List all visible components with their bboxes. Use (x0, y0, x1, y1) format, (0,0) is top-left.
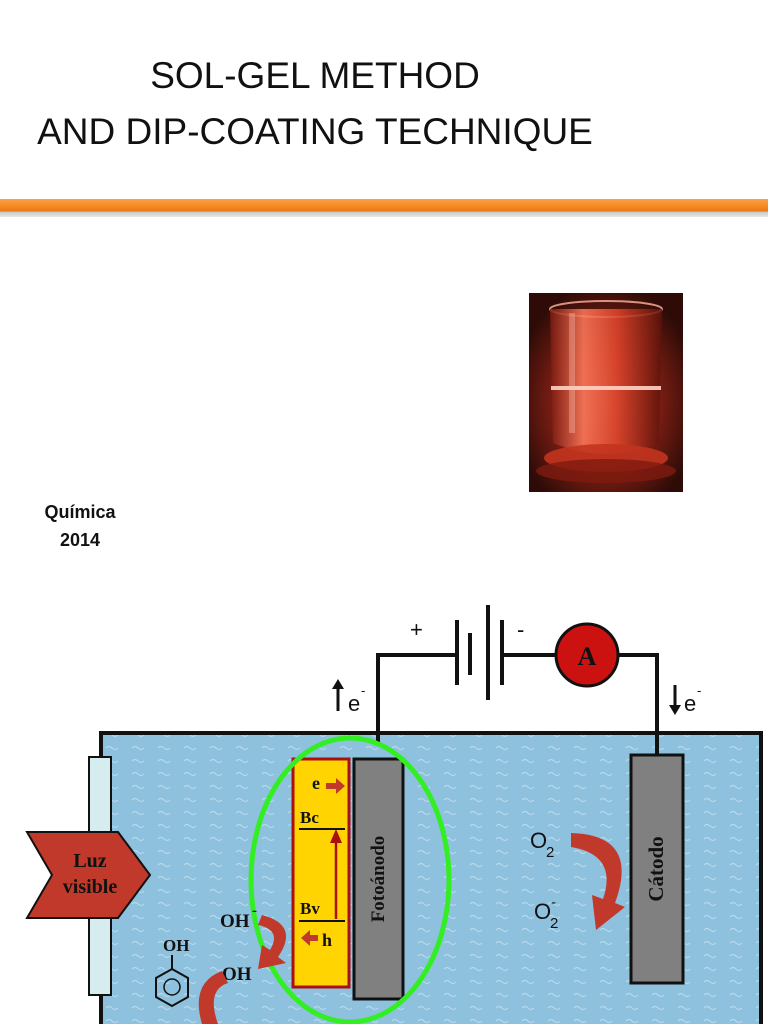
ammeter-icon (554, 622, 620, 688)
hydroxide-label: OH (220, 911, 250, 932)
title-divider-bar (0, 199, 768, 217)
oxygen-label: O (530, 828, 547, 853)
title-line-1: SOL-GEL METHOD (150, 55, 480, 96)
light-label-line2: visible (63, 876, 118, 898)
caption-year: 2014 (59, 530, 101, 550)
visible-light-arrow (25, 831, 152, 919)
photoelectrochemical-cell-diagram: + - A e - e - Luz visible e Bc Bv h Foto… (25, 605, 763, 1024)
hole-band-arrow (301, 930, 318, 946)
hydroxide-charge: - (252, 903, 257, 919)
cathode-electrode (629, 753, 685, 985)
battery-plus-label: + (410, 617, 423, 642)
superoxide-subscript: 2 (550, 915, 558, 932)
glass-beaker-photo (529, 293, 683, 492)
circuit-wire-left (376, 653, 455, 745)
hole-label: h (322, 930, 332, 950)
caption: Química 2014 (20, 498, 140, 554)
electron-label-left-charge: - (361, 683, 365, 698)
conduction-band-label: Bc (300, 808, 319, 827)
phenol-degradation-arrow (198, 971, 228, 1024)
photoanode-electrode (352, 757, 405, 1001)
title-line-2: AND DIP-COATING TECHNIQUE (37, 111, 593, 152)
semiconductor-layer (291, 757, 351, 989)
superoxide-charge: - (551, 894, 556, 911)
electron-label-right: e (684, 691, 696, 716)
superoxide-label: O (534, 899, 551, 924)
electron-label-left: e (348, 691, 360, 716)
light-label-line1: Luz (73, 850, 106, 872)
cathode-label: Cátodo (644, 836, 668, 901)
circuit-wire-cathode (617, 653, 659, 760)
ammeter-label: A (578, 642, 597, 671)
hydroxide-oxidation-arrow (258, 915, 287, 969)
electron-band-arrow (326, 778, 345, 794)
oxygen-reduction-arrow (571, 833, 625, 930)
caption-subject: Química (44, 502, 116, 522)
electron-label-right-charge: - (697, 683, 701, 698)
phenol-oh-label: OH (163, 936, 189, 955)
photoanode-label: Fotoánodo (368, 836, 389, 923)
oxygen-subscript: 2 (546, 844, 554, 861)
phenol-ring-icon (155, 967, 189, 1008)
band-electron-label: e (312, 773, 320, 793)
valence-band-label: Bv (300, 899, 320, 918)
slide-title: SOL-GEL METHOD AND DIP-COATING TECHNIQUE (0, 48, 630, 160)
photoanode-highlight-ring (248, 735, 452, 1024)
battery-minus-label: - (517, 617, 524, 642)
battery-icon (455, 605, 504, 700)
hydroxyl-radical-label: OH (222, 964, 252, 985)
